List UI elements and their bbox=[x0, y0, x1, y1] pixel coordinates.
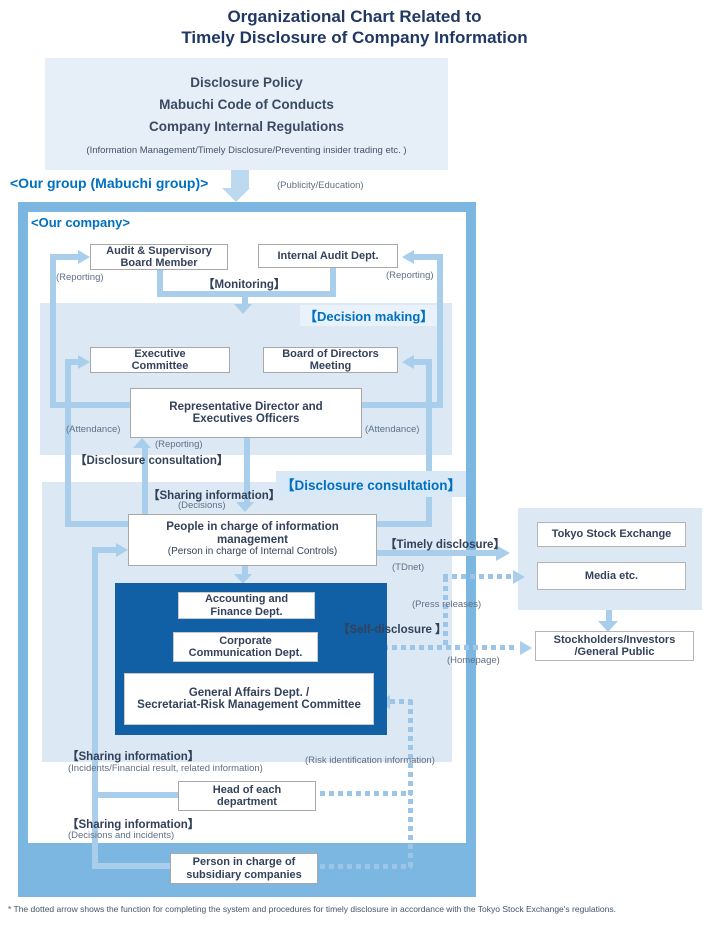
footnote: * The dotted arrow shows the function fo… bbox=[8, 904, 616, 914]
audit-supervisory-box: Audit & Supervisory Board Member bbox=[90, 244, 228, 270]
arrow-reporting-up-icon bbox=[133, 438, 151, 448]
reporting-right-label: (Reporting) bbox=[386, 270, 434, 281]
arrow-people-depts-icon bbox=[234, 574, 252, 584]
executive-committee-box: Executive Committee bbox=[90, 347, 230, 373]
attendance-right-label: (Attendance) bbox=[365, 424, 420, 435]
sharing-information-2-label: 【Sharing information】 bbox=[67, 751, 200, 763]
representative-director-box: Representative Director and Executives O… bbox=[130, 388, 362, 438]
publicity-arrow-icon bbox=[222, 188, 250, 202]
arrow-into-internal-audit-icon bbox=[402, 250, 414, 264]
homepage-label: (Homepage) bbox=[447, 655, 500, 666]
press-releases-label: (Press releases) bbox=[412, 599, 482, 610]
dotted-homepage-line bbox=[320, 645, 518, 650]
connector-consult-right-top bbox=[414, 359, 432, 365]
decision-making-label: 【Decision making】 bbox=[300, 305, 438, 326]
head-of-department-box: Head of each department bbox=[178, 781, 316, 811]
arrow-into-stockholders-icon bbox=[520, 641, 532, 655]
connector-monitoring-bar bbox=[157, 291, 336, 297]
page-title: Organizational Chart Related to Timely D… bbox=[181, 7, 528, 47]
publicity-arrow-stem bbox=[231, 170, 249, 188]
connector-timely-disclosure bbox=[377, 550, 496, 556]
connector-consult-left-v bbox=[65, 360, 71, 527]
dotted-media-line bbox=[443, 574, 513, 579]
dotted-subsidiary-line bbox=[320, 864, 412, 869]
general-affairs-box: General Affairs Dept. / Secretariat-Risk… bbox=[124, 673, 374, 725]
connector-reporting-right-top bbox=[414, 254, 443, 260]
policy-box-note: (Information Management/Timely Disclosur… bbox=[86, 145, 407, 156]
sharing-information-1-label: 【Sharing information】 bbox=[148, 490, 281, 502]
arrow-into-media-icon bbox=[513, 570, 525, 584]
connector-consult-left-h bbox=[65, 521, 128, 527]
connector-reporting-up bbox=[142, 448, 148, 514]
connector-external-down bbox=[606, 610, 612, 621]
connector-monitoring-stem bbox=[242, 297, 248, 304]
reporting-left-label: (Reporting) bbox=[56, 272, 104, 283]
tdnet-label: (TDnet) bbox=[392, 562, 425, 573]
our-group-label: <Our group (Mabuchi group)> bbox=[10, 175, 209, 191]
connector-consult-right-v bbox=[426, 360, 432, 527]
incidents-label: (Incidents/Financial result, related inf… bbox=[68, 763, 263, 774]
self-disclosure-label: 【Self-disclosure 】 bbox=[338, 624, 447, 636]
arrow-decisions-down-icon bbox=[236, 502, 254, 512]
attendance-left-label: (Attendance) bbox=[66, 424, 121, 435]
monitoring-label: 【Monitoring】 bbox=[203, 279, 286, 291]
publicity-label: (Publicity/Education) bbox=[277, 180, 364, 191]
our-company-label: <Our company> bbox=[31, 215, 130, 230]
policy-box: Disclosure Policy Mabuchi Code of Conduc… bbox=[45, 58, 448, 170]
dotted-risk-v bbox=[408, 700, 413, 868]
disclosure-consultation-right-label: 【Disclosure consultation】 bbox=[276, 471, 467, 497]
connector-subsidiary-branch bbox=[92, 863, 170, 869]
corporate-communication-box: Corporate Communication Dept. bbox=[173, 632, 318, 662]
subsidiary-companies-box: Person in charge of subsidiary companies bbox=[170, 853, 318, 884]
media-box: Media etc. bbox=[537, 562, 686, 590]
connector-trunk-arrow-h bbox=[92, 547, 116, 553]
connector-reporting-left-v bbox=[50, 255, 56, 408]
connector-head-branch bbox=[92, 792, 178, 798]
dotted-risk-top bbox=[390, 699, 412, 704]
tokyo-stock-exchange-box: Tokyo Stock Exchange bbox=[537, 522, 686, 547]
arrow-timely-disclosure-icon bbox=[496, 545, 510, 561]
connector-reporting-right-v bbox=[437, 255, 443, 408]
connector-decisions-down bbox=[244, 438, 250, 502]
stockholders-box: Stockholders/Investors /General Public bbox=[535, 631, 694, 661]
connector-consult-right-h bbox=[377, 521, 432, 527]
dotted-head-line bbox=[320, 791, 412, 796]
information-management-box: People in charge of information manageme… bbox=[128, 514, 377, 566]
connector-trunk-v bbox=[92, 550, 98, 869]
arrow-external-down-icon bbox=[598, 621, 618, 632]
connector-reporting-left-h bbox=[50, 402, 130, 408]
connector-consult-left-top bbox=[65, 359, 78, 365]
accounting-finance-box: Accounting and Finance Dept. bbox=[178, 592, 315, 619]
sharing-information-3-label: 【Sharing information】 bbox=[67, 819, 200, 831]
connector-monitoring-right bbox=[330, 268, 336, 297]
connector-people-depts bbox=[242, 566, 248, 574]
arrow-monitoring-down-icon bbox=[234, 304, 252, 314]
arrow-into-board-icon bbox=[402, 355, 414, 369]
arrow-into-audit-icon bbox=[78, 250, 90, 264]
timely-disclosure-label: 【Timely disclosure】 bbox=[385, 539, 505, 551]
risk-identification-label: (Risk identification information) bbox=[305, 755, 435, 766]
arrow-into-people-icon bbox=[116, 543, 128, 557]
connector-reporting-right-h bbox=[362, 402, 443, 408]
connector-monitoring-left bbox=[157, 269, 163, 297]
arrow-into-executive-icon bbox=[78, 355, 90, 369]
connector-reporting-left-top bbox=[50, 254, 78, 260]
dotted-press-branch bbox=[443, 577, 448, 645]
disclosure-consultation-left-label: 【Disclosure consultation】 bbox=[75, 455, 229, 467]
policy-box-lines: Disclosure Policy Mabuchi Code of Conduc… bbox=[148, 75, 345, 134]
decisions-label: (Decisions) bbox=[178, 500, 226, 511]
board-of-directors-box: Board of Directors Meeting bbox=[263, 347, 398, 373]
internal-audit-box: Internal Audit Dept. bbox=[258, 244, 398, 268]
decisions-incidents-label: (Decisions and incidents) bbox=[68, 830, 175, 841]
reporting-center-label: (Reporting) bbox=[155, 439, 203, 450]
